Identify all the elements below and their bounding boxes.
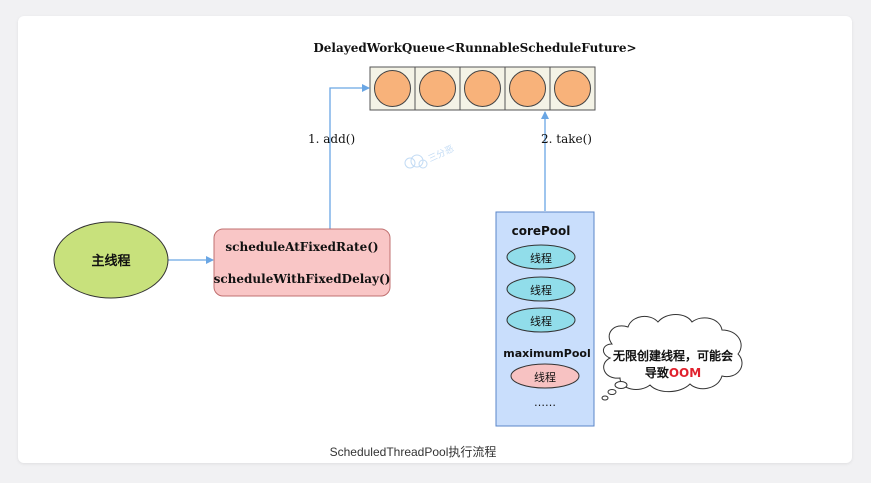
queue-slot xyxy=(369,66,416,111)
thought-bubble-dot xyxy=(614,381,628,389)
main-thread-label: 主线程 xyxy=(91,253,130,269)
queue-slot xyxy=(414,66,461,111)
schedule-with-fixed-delay: scheduleWithFixedDelay() xyxy=(214,272,391,286)
core-thread xyxy=(506,307,576,333)
watermark: 三分恶 xyxy=(404,143,456,169)
core-thread xyxy=(506,244,576,270)
main-thread-node xyxy=(53,221,169,299)
core-pool-label: corePool xyxy=(512,224,571,238)
cloud-line2: 导致OOM xyxy=(645,365,701,380)
core-thread-label: 线程 xyxy=(530,314,552,328)
core-thread-label: 线程 xyxy=(530,283,552,297)
queue-label: DelayedWorkQueue<RunnableScheduleFuture> xyxy=(313,41,636,55)
core-thread-label: 线程 xyxy=(530,251,552,265)
queue-task-circle xyxy=(464,70,501,107)
queue-task-circle xyxy=(419,70,456,107)
cloud-line2-prefix: 导致 xyxy=(645,365,670,380)
delayed-work-queue xyxy=(369,66,596,111)
more-threads-ellipsis: …… xyxy=(534,396,556,409)
queue-task-circle xyxy=(554,70,591,107)
watermark-text: 三分恶 xyxy=(427,143,456,164)
scheduler-box xyxy=(213,228,391,297)
schedule-at-fixed-rate: scheduleAtFixedRate() xyxy=(225,240,378,254)
queue-slot xyxy=(459,66,506,111)
watermark-cloud-icon xyxy=(404,154,428,169)
core-thread xyxy=(506,276,576,302)
add-label: 1. add() xyxy=(308,132,355,146)
max-thread xyxy=(510,363,580,389)
cloud-line1: 无限创建线程，可能会 xyxy=(612,348,734,363)
oom-highlight: OOM xyxy=(669,366,701,380)
take-label: 2. take() xyxy=(541,132,592,146)
thought-bubble-dot xyxy=(601,395,609,401)
max-thread-label: 线程 xyxy=(534,370,556,384)
oom-thought-cloud: 无限创建线程，可能会 导致OOM xyxy=(601,314,743,401)
queue-task-circle xyxy=(374,70,411,107)
thought-bubble-dot xyxy=(607,389,617,395)
queue-slot xyxy=(549,66,596,111)
maximum-pool-label: maximumPool xyxy=(503,347,590,360)
queue-slot xyxy=(504,66,551,111)
diagram-caption: ScheduledThreadPool执行流程 xyxy=(330,444,497,459)
add-arrow xyxy=(329,84,370,229)
queue-task-circle xyxy=(509,70,546,107)
